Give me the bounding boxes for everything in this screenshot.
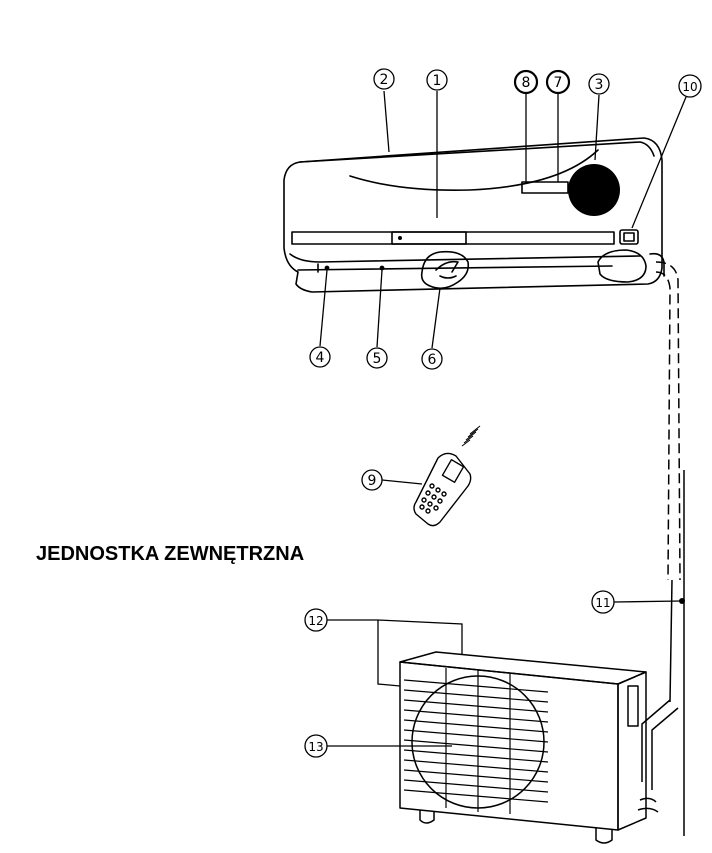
callout-1-circle bbox=[426, 69, 448, 91]
signal-receiver-window bbox=[521, 181, 569, 194]
louver-pivot-right bbox=[379, 265, 385, 271]
side-connection bbox=[649, 252, 665, 277]
callout-9: 9 bbox=[361, 469, 423, 491]
callout-8: 8 bbox=[513, 69, 539, 184]
display-window bbox=[391, 231, 467, 245]
remote-screen bbox=[441, 459, 465, 483]
outdoor-side-panel bbox=[627, 685, 639, 727]
pipe-to-outdoor bbox=[641, 699, 671, 782]
callout-13: 13 bbox=[304, 734, 452, 758]
outdoor-fan bbox=[411, 675, 545, 809]
callout-5-circle bbox=[366, 347, 388, 369]
refrigerant-piping bbox=[641, 261, 685, 836]
callout-4-label: 4 bbox=[316, 350, 325, 366]
outdoor-valve bbox=[637, 797, 659, 813]
outdoor-foot-left bbox=[419, 810, 435, 824]
callout-6-label: 6 bbox=[428, 352, 437, 368]
callout-9-label: 9 bbox=[368, 473, 377, 489]
callout-12-label: 12 bbox=[308, 614, 323, 628]
display-dot bbox=[397, 236, 402, 241]
indoor-sensor-disc bbox=[568, 164, 620, 216]
callout-3-label: 3 bbox=[595, 77, 604, 93]
callout-7-label: 7 bbox=[554, 75, 563, 91]
section-heading: JEDNOSTKA ZEWNĘTRZNA bbox=[36, 543, 304, 565]
callout-11-label: 11 bbox=[595, 596, 610, 610]
callout-11-dot bbox=[679, 598, 685, 604]
louver-pivot-left bbox=[324, 265, 330, 271]
pipe-solid-inner bbox=[669, 579, 673, 703]
callout-3-circle bbox=[588, 73, 610, 95]
callout-5-label: 5 bbox=[373, 351, 382, 367]
indoor-top-edge bbox=[299, 141, 655, 163]
indoor-front-panel-curve bbox=[349, 149, 599, 192]
callout-5: 5 bbox=[366, 269, 388, 369]
callout-4-circle bbox=[309, 346, 331, 368]
horizontal-louver bbox=[289, 253, 641, 263]
callout-1-label: 1 bbox=[433, 73, 442, 89]
outdoor-side bbox=[617, 671, 647, 831]
outdoor-foot-right bbox=[595, 828, 613, 844]
hand-right-side bbox=[597, 249, 647, 283]
callout-2-label: 2 bbox=[380, 72, 389, 88]
hand-on-louver bbox=[420, 250, 470, 290]
indoor-unit bbox=[283, 137, 665, 293]
callout-8-label: 8 bbox=[522, 75, 531, 91]
remote-signal-waves bbox=[461, 425, 481, 447]
air-outlet-bar bbox=[291, 231, 615, 245]
manual-button-inner bbox=[623, 232, 635, 242]
hand-thumb bbox=[439, 275, 457, 279]
pipe-dashed-inner bbox=[655, 271, 671, 581]
callout-4: 4 bbox=[309, 269, 331, 368]
callout-13-label: 13 bbox=[308, 740, 323, 754]
callout-3: 3 bbox=[588, 73, 610, 161]
callout-10-circle bbox=[678, 74, 702, 98]
remote-control bbox=[413, 425, 481, 527]
remote-buttons bbox=[419, 483, 447, 514]
manual-button-box bbox=[619, 229, 639, 245]
callout-1: 1 bbox=[426, 69, 448, 218]
pipe-to-outdoor-2 bbox=[651, 707, 679, 790]
callout-2-circle bbox=[373, 68, 395, 90]
outdoor-top bbox=[399, 651, 647, 685]
outdoor-unit bbox=[399, 651, 659, 844]
callout-10-label: 10 bbox=[682, 80, 697, 94]
callout-2: 2 bbox=[373, 68, 395, 153]
callout-11: 11 bbox=[591, 590, 685, 614]
hand-finger bbox=[435, 260, 459, 273]
callout-6: 6 bbox=[421, 287, 443, 370]
pipe-dashed-outer bbox=[655, 261, 681, 581]
callout-12: 12 bbox=[304, 608, 463, 687]
callout-6-circle bbox=[421, 348, 443, 370]
remote-body bbox=[413, 452, 472, 527]
callout-7: 7 bbox=[545, 69, 571, 182]
callout-10: 10 bbox=[631, 74, 702, 229]
outdoor-grille bbox=[403, 668, 549, 814]
